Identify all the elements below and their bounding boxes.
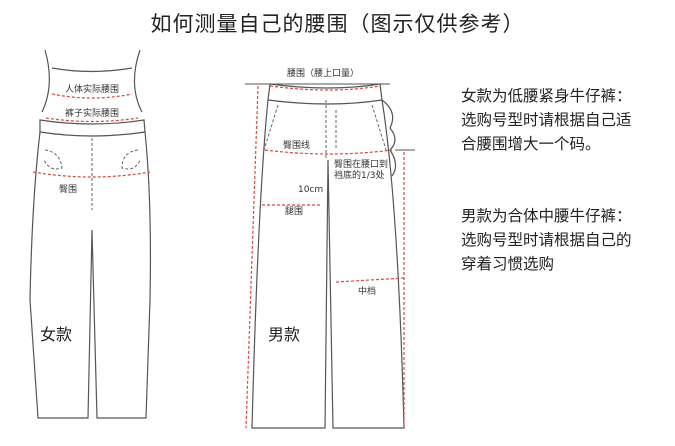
women-label: 女款 (40, 325, 72, 344)
women-note-line: 女款为低腰紧身牛仔裤： (461, 87, 632, 105)
hip-note-line1: 臀围在腰口到 (334, 158, 388, 170)
thigh-label: 腿围 (285, 206, 303, 217)
pants-waist-label: 裤子实际腰围 (65, 107, 119, 119)
crotch-label: 中档 (358, 285, 376, 297)
ten-cm-label: 10cm (298, 185, 323, 195)
women-note-line: 合腰围增大一个码。 (461, 135, 601, 153)
women-note-line: 选购号型时请根据自己适 (461, 111, 632, 129)
men-pants-drawing: 腰围（腰上口量） 臀围线 臀围在腰口到 裆底的1/3处 10cm 腿围 中档 男… (245, 68, 415, 429)
men-note-line: 选购号型时请根据自己的 (461, 231, 632, 249)
hip-note-line2: 裆底的1/3处 (334, 169, 385, 181)
women-note: 女款为低腰紧身牛仔裤： 选购号型时请根据自己适 合腰围增大一个码。 (461, 84, 632, 156)
men-note-line: 男款为合体中腰牛仔裤： (461, 207, 632, 225)
page-title: 如何测量自己的腰围（图示仅供参考） (150, 12, 525, 36)
body-waist-label: 人体实际腰围 (65, 83, 119, 95)
women-pants-drawing: 人体实际腰围 裤子实际腰围 臀围 女款 (29, 49, 152, 419)
men-note: 男款为合体中腰牛仔裤： 选购号型时请根据自己的 穿着习惯选购 (461, 204, 632, 276)
hip-line-label: 臀围线 (283, 139, 310, 151)
men-note-line: 穿着习惯选购 (461, 255, 555, 273)
men-waist-label: 腰围（腰上口量） (287, 68, 359, 79)
men-label: 男款 (268, 325, 300, 344)
women-hip-label: 臀围 (59, 184, 77, 195)
